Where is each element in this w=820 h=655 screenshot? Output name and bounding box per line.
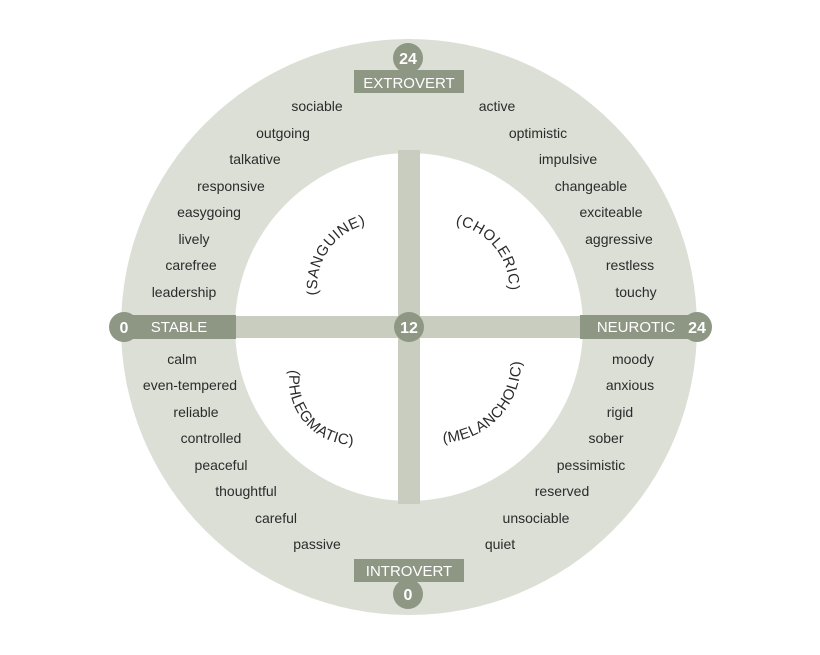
- trait-word: pessimistic: [557, 457, 625, 473]
- trait-word: passive: [293, 536, 341, 552]
- trait-word: lively: [178, 231, 209, 247]
- trait-word: changeable: [555, 178, 628, 194]
- trait-word: anxious: [606, 377, 654, 393]
- traits-bottom-right: moody anxious rigid sober pessimistic re…: [485, 351, 654, 552]
- introvert-axis-label: INTROVERT: [354, 559, 464, 582]
- trait-word: touchy: [615, 284, 656, 300]
- trait-word: active: [479, 98, 516, 114]
- stable-label: STABLE: [151, 319, 207, 336]
- traits-bottom-left: calm even-tempered reliable controlled p…: [143, 351, 341, 552]
- trait-word: exciteable: [579, 204, 642, 220]
- bottom-value: 0: [404, 587, 413, 604]
- left-value-badge: 0: [109, 312, 139, 342]
- trait-word: rigid: [607, 404, 633, 420]
- trait-word: responsive: [197, 178, 265, 194]
- right-value: 24: [688, 320, 706, 337]
- trait-word: controlled: [181, 430, 242, 446]
- trait-word: talkative: [229, 151, 281, 167]
- trait-word: even-tempered: [143, 377, 237, 393]
- trait-word: unsociable: [503, 510, 570, 526]
- left-value: 0: [120, 320, 129, 337]
- trait-word: sociable: [291, 98, 343, 114]
- introvert-label: INTROVERT: [366, 563, 452, 580]
- trait-word: aggressive: [585, 231, 653, 247]
- trait-word: restless: [606, 257, 654, 273]
- extrovert-label: EXTROVERT: [363, 75, 454, 92]
- top-value: 24: [399, 51, 417, 68]
- extrovert-axis-label: EXTROVERT: [354, 70, 464, 93]
- traits-top-right: active optimistic impulsive changeable e…: [479, 98, 657, 300]
- trait-word: thoughtful: [215, 483, 277, 499]
- neurotic-axis-label: NEUROTIC: [580, 315, 692, 339]
- trait-word: calm: [167, 351, 197, 367]
- center-value: 12: [400, 320, 418, 337]
- trait-word: sober: [588, 430, 623, 446]
- trait-word: leadership: [152, 284, 217, 300]
- trait-word: optimistic: [509, 125, 567, 141]
- center-value-badge: 12: [394, 312, 424, 342]
- stable-axis-label: STABLE: [130, 315, 236, 339]
- trait-word: peaceful: [195, 457, 248, 473]
- trait-word: careful: [255, 510, 297, 526]
- neurotic-label: NEUROTIC: [597, 319, 676, 336]
- traits-top-left: sociable outgoing talkative responsive e…: [152, 98, 343, 300]
- trait-word: reserved: [535, 483, 589, 499]
- trait-word: easygoing: [177, 204, 241, 220]
- trait-word: moody: [612, 351, 654, 367]
- right-value-badge: 24: [682, 312, 712, 342]
- trait-word: quiet: [485, 536, 515, 552]
- bottom-value-badge: 0: [393, 579, 423, 609]
- trait-word: outgoing: [256, 125, 310, 141]
- trait-word: reliable: [173, 404, 218, 420]
- top-value-badge: 24: [393, 43, 423, 73]
- trait-word: impulsive: [539, 151, 598, 167]
- trait-word: carefree: [165, 257, 217, 273]
